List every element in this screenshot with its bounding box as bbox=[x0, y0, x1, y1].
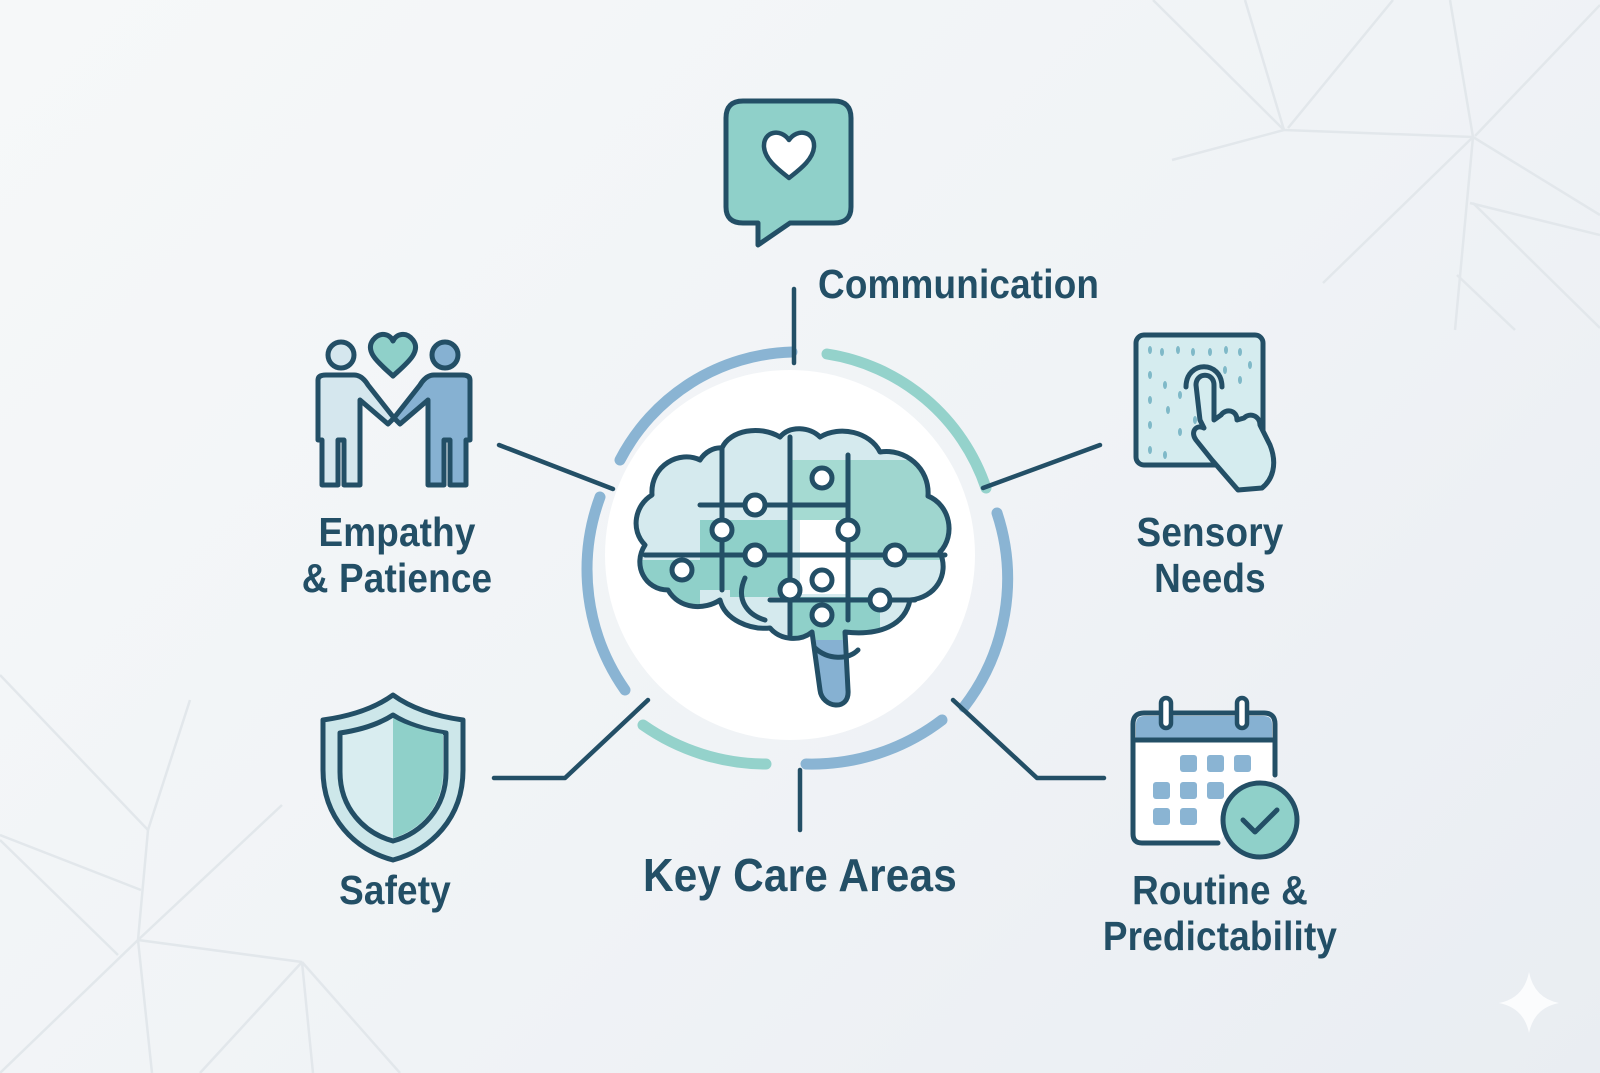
ring-arc-top-left bbox=[614, 346, 798, 466]
ring-arc-top-right bbox=[821, 348, 992, 494]
diagram-title: Key Care Areas bbox=[616, 849, 984, 902]
connector-safety bbox=[491, 697, 651, 781]
label-line: Sensory bbox=[1136, 509, 1284, 555]
label-line: Routine & bbox=[1132, 867, 1308, 913]
connector-empathy bbox=[496, 442, 616, 492]
connector-sensory bbox=[980, 442, 1103, 491]
ring-arc-bottom-right bbox=[800, 714, 948, 770]
node-label-sensory: Sensory Needs bbox=[1116, 509, 1305, 602]
connector-routine bbox=[950, 697, 1107, 781]
title-text: Key Care Areas bbox=[643, 849, 957, 901]
ring-arc-bottom-left bbox=[637, 719, 772, 770]
node-label-communication: Communication bbox=[818, 261, 1100, 308]
label-line: Needs bbox=[1154, 554, 1266, 601]
node-label-safety: Safety bbox=[310, 867, 481, 914]
node-label-empathy: Empathy & Patience bbox=[285, 509, 510, 602]
label-line: Safety bbox=[339, 867, 451, 913]
label-line: & Patience bbox=[301, 554, 493, 601]
ring-arc-left bbox=[581, 491, 631, 696]
node-label-routine: Routine & Predictability bbox=[1076, 867, 1364, 960]
label-line: Communication bbox=[818, 261, 1100, 307]
label-line: Predictability bbox=[1102, 912, 1338, 959]
label-line: Empathy bbox=[318, 509, 476, 555]
ring-arc-right bbox=[958, 507, 1014, 713]
